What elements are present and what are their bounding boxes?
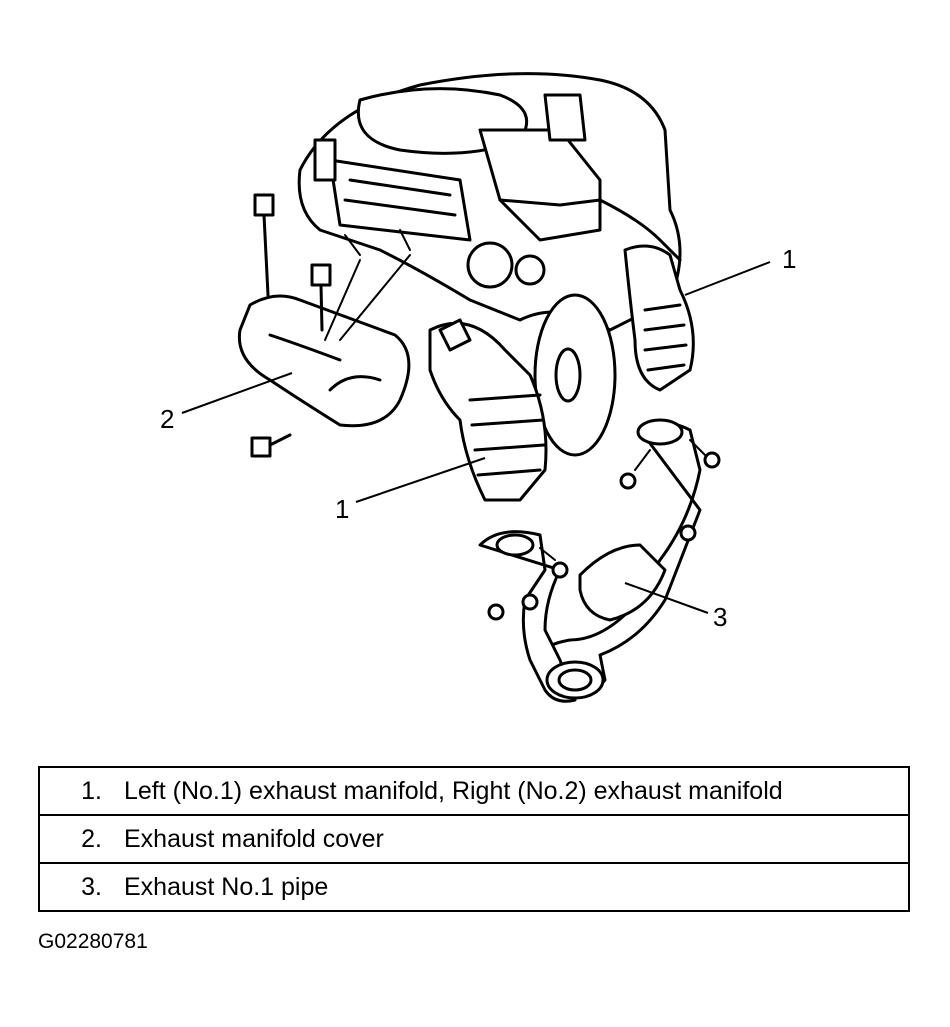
legend-row: 1. Left (No.1) exhaust manifold, Right (…	[40, 768, 908, 816]
legend-number: 1.	[81, 776, 102, 805]
bolt-upper	[253, 193, 275, 297]
studs	[539, 439, 706, 561]
engine-block	[297, 72, 682, 332]
leader-line-1-left	[355, 457, 486, 503]
legend-number: 2.	[81, 824, 102, 853]
legend-description: Left (No.1) exhaust manifold, Right (No.…	[124, 776, 783, 805]
legend-number: 3.	[81, 872, 102, 901]
leader-line-3	[624, 582, 709, 614]
figure-id: G02280781	[38, 930, 148, 953]
exhaust-pipe	[478, 418, 702, 703]
bolt-middle	[310, 263, 332, 332]
right-exhaust-manifold	[623, 244, 695, 392]
leader-line-2	[181, 372, 293, 414]
callout-1-left: 1	[335, 494, 349, 524]
exhaust-manifold-cover	[237, 294, 411, 428]
legend-row: 2. Exhaust manifold cover	[40, 816, 908, 864]
a-markers	[324, 229, 411, 341]
callout-1-right: 1	[782, 244, 796, 274]
legend-row: 3. Exhaust No.1 pipe	[40, 864, 908, 910]
leader-line-1-right	[684, 261, 771, 296]
left-exhaust-manifold	[428, 318, 548, 502]
engine-exhaust-illustration: 1 2 1 3	[160, 72, 796, 703]
callout-3: 3	[713, 602, 727, 632]
legend-description: Exhaust No.1 pipe	[124, 872, 329, 901]
flywheel	[533, 293, 617, 457]
callout-2: 2	[160, 404, 174, 434]
legend-description: Exhaust manifold cover	[124, 824, 384, 853]
bolt-lower	[250, 433, 292, 458]
nuts	[487, 451, 721, 621]
parts-legend-table: 1. Left (No.1) exhaust manifold, Right (…	[38, 766, 910, 912]
